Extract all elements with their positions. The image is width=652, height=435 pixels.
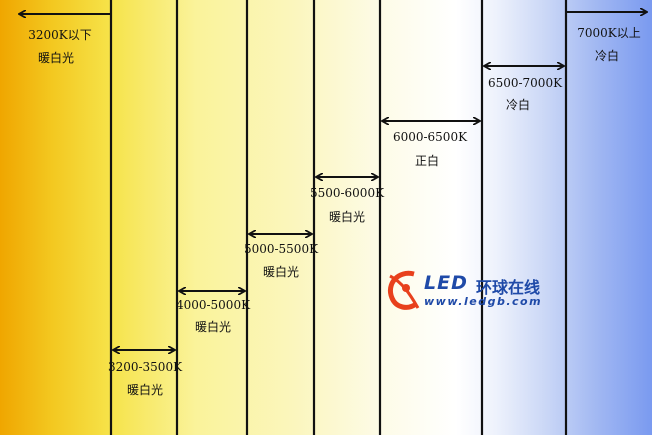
range-label: 6500-7000K [487,76,563,90]
range-label: 7000K以上 [577,26,641,40]
range-name: 暖白光 [194,320,232,334]
range-name: 暖白光 [126,383,164,397]
range-label: 3200-3500K [107,360,183,374]
range-name: 暖白光 [262,265,300,279]
range-name: 暖白光 [37,51,75,65]
ledgb-logo: LED 环球在线 www.ledgb.com [384,268,543,312]
range-label: 6000-6500K [392,130,468,144]
logo-url: www.ledgb.com [424,295,543,308]
logo-brand: LED [424,272,468,294]
range-label: 5500-6000K [309,186,385,200]
range-name: 冷白 [594,49,620,63]
range-label: 4000-5000K [175,298,251,312]
logo-name: 环球在线 [476,278,541,297]
range-name: 暖白光 [328,210,366,224]
range-name: 冷白 [505,98,531,112]
range-name: 正白 [414,154,440,168]
logo-mark-icon [388,270,420,310]
range-label: 5000-5500K [243,242,319,256]
range-label: 3200K以下 [28,28,92,42]
